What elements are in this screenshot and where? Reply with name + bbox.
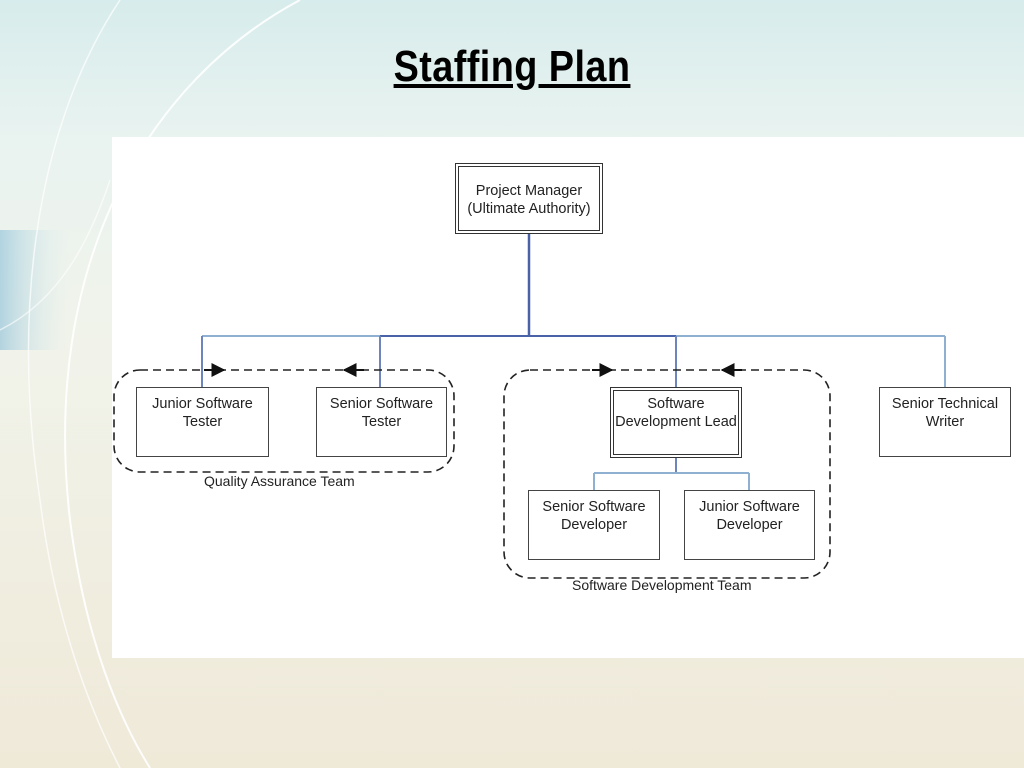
- org-chart-panel: Project Manager (Ultimate Authority) Jun…: [112, 137, 1024, 658]
- node-line: Project Manager: [475, 183, 583, 199]
- slide-title: Staffing Plan: [393, 42, 631, 91]
- node-project-manager: Project Manager (Ultimate Authority): [455, 163, 603, 234]
- dev-team-boundary: [503, 369, 831, 579]
- node-line: Development Lead: [615, 414, 737, 430]
- qa-team-boundary: [113, 369, 455, 473]
- node-line: (Ultimate Authority): [467, 201, 591, 217]
- node-software-development-lead: Software Development Lead: [610, 387, 742, 458]
- node-line: Senior Software: [542, 499, 646, 515]
- node-junior-software-tester: Junior Software Tester: [136, 387, 269, 457]
- node-senior-software-developer: Senior Software Developer: [528, 490, 660, 560]
- node-line: Developer: [560, 517, 628, 533]
- org-chart-connectors: [113, 234, 946, 579]
- node-junior-software-developer: Junior Software Developer: [684, 490, 815, 560]
- node-line: Writer: [925, 414, 965, 430]
- node-senior-software-tester: Senior Software Tester: [316, 387, 447, 457]
- node-line: Tester: [182, 414, 223, 430]
- qa-team-label: Quality Assurance Team: [204, 473, 355, 489]
- node-line: Software: [647, 396, 705, 412]
- node-line: Senior Software: [329, 396, 434, 412]
- node-line: Tester: [361, 414, 402, 430]
- node-line: Developer: [716, 517, 783, 533]
- node-line: Junior Software: [152, 396, 253, 412]
- node-line: Senior Technical: [891, 396, 999, 412]
- dev-team-label: Software Development Team: [572, 577, 752, 593]
- node-line: Junior Software: [699, 499, 800, 515]
- node-senior-technical-writer: Senior Technical Writer: [879, 387, 1011, 457]
